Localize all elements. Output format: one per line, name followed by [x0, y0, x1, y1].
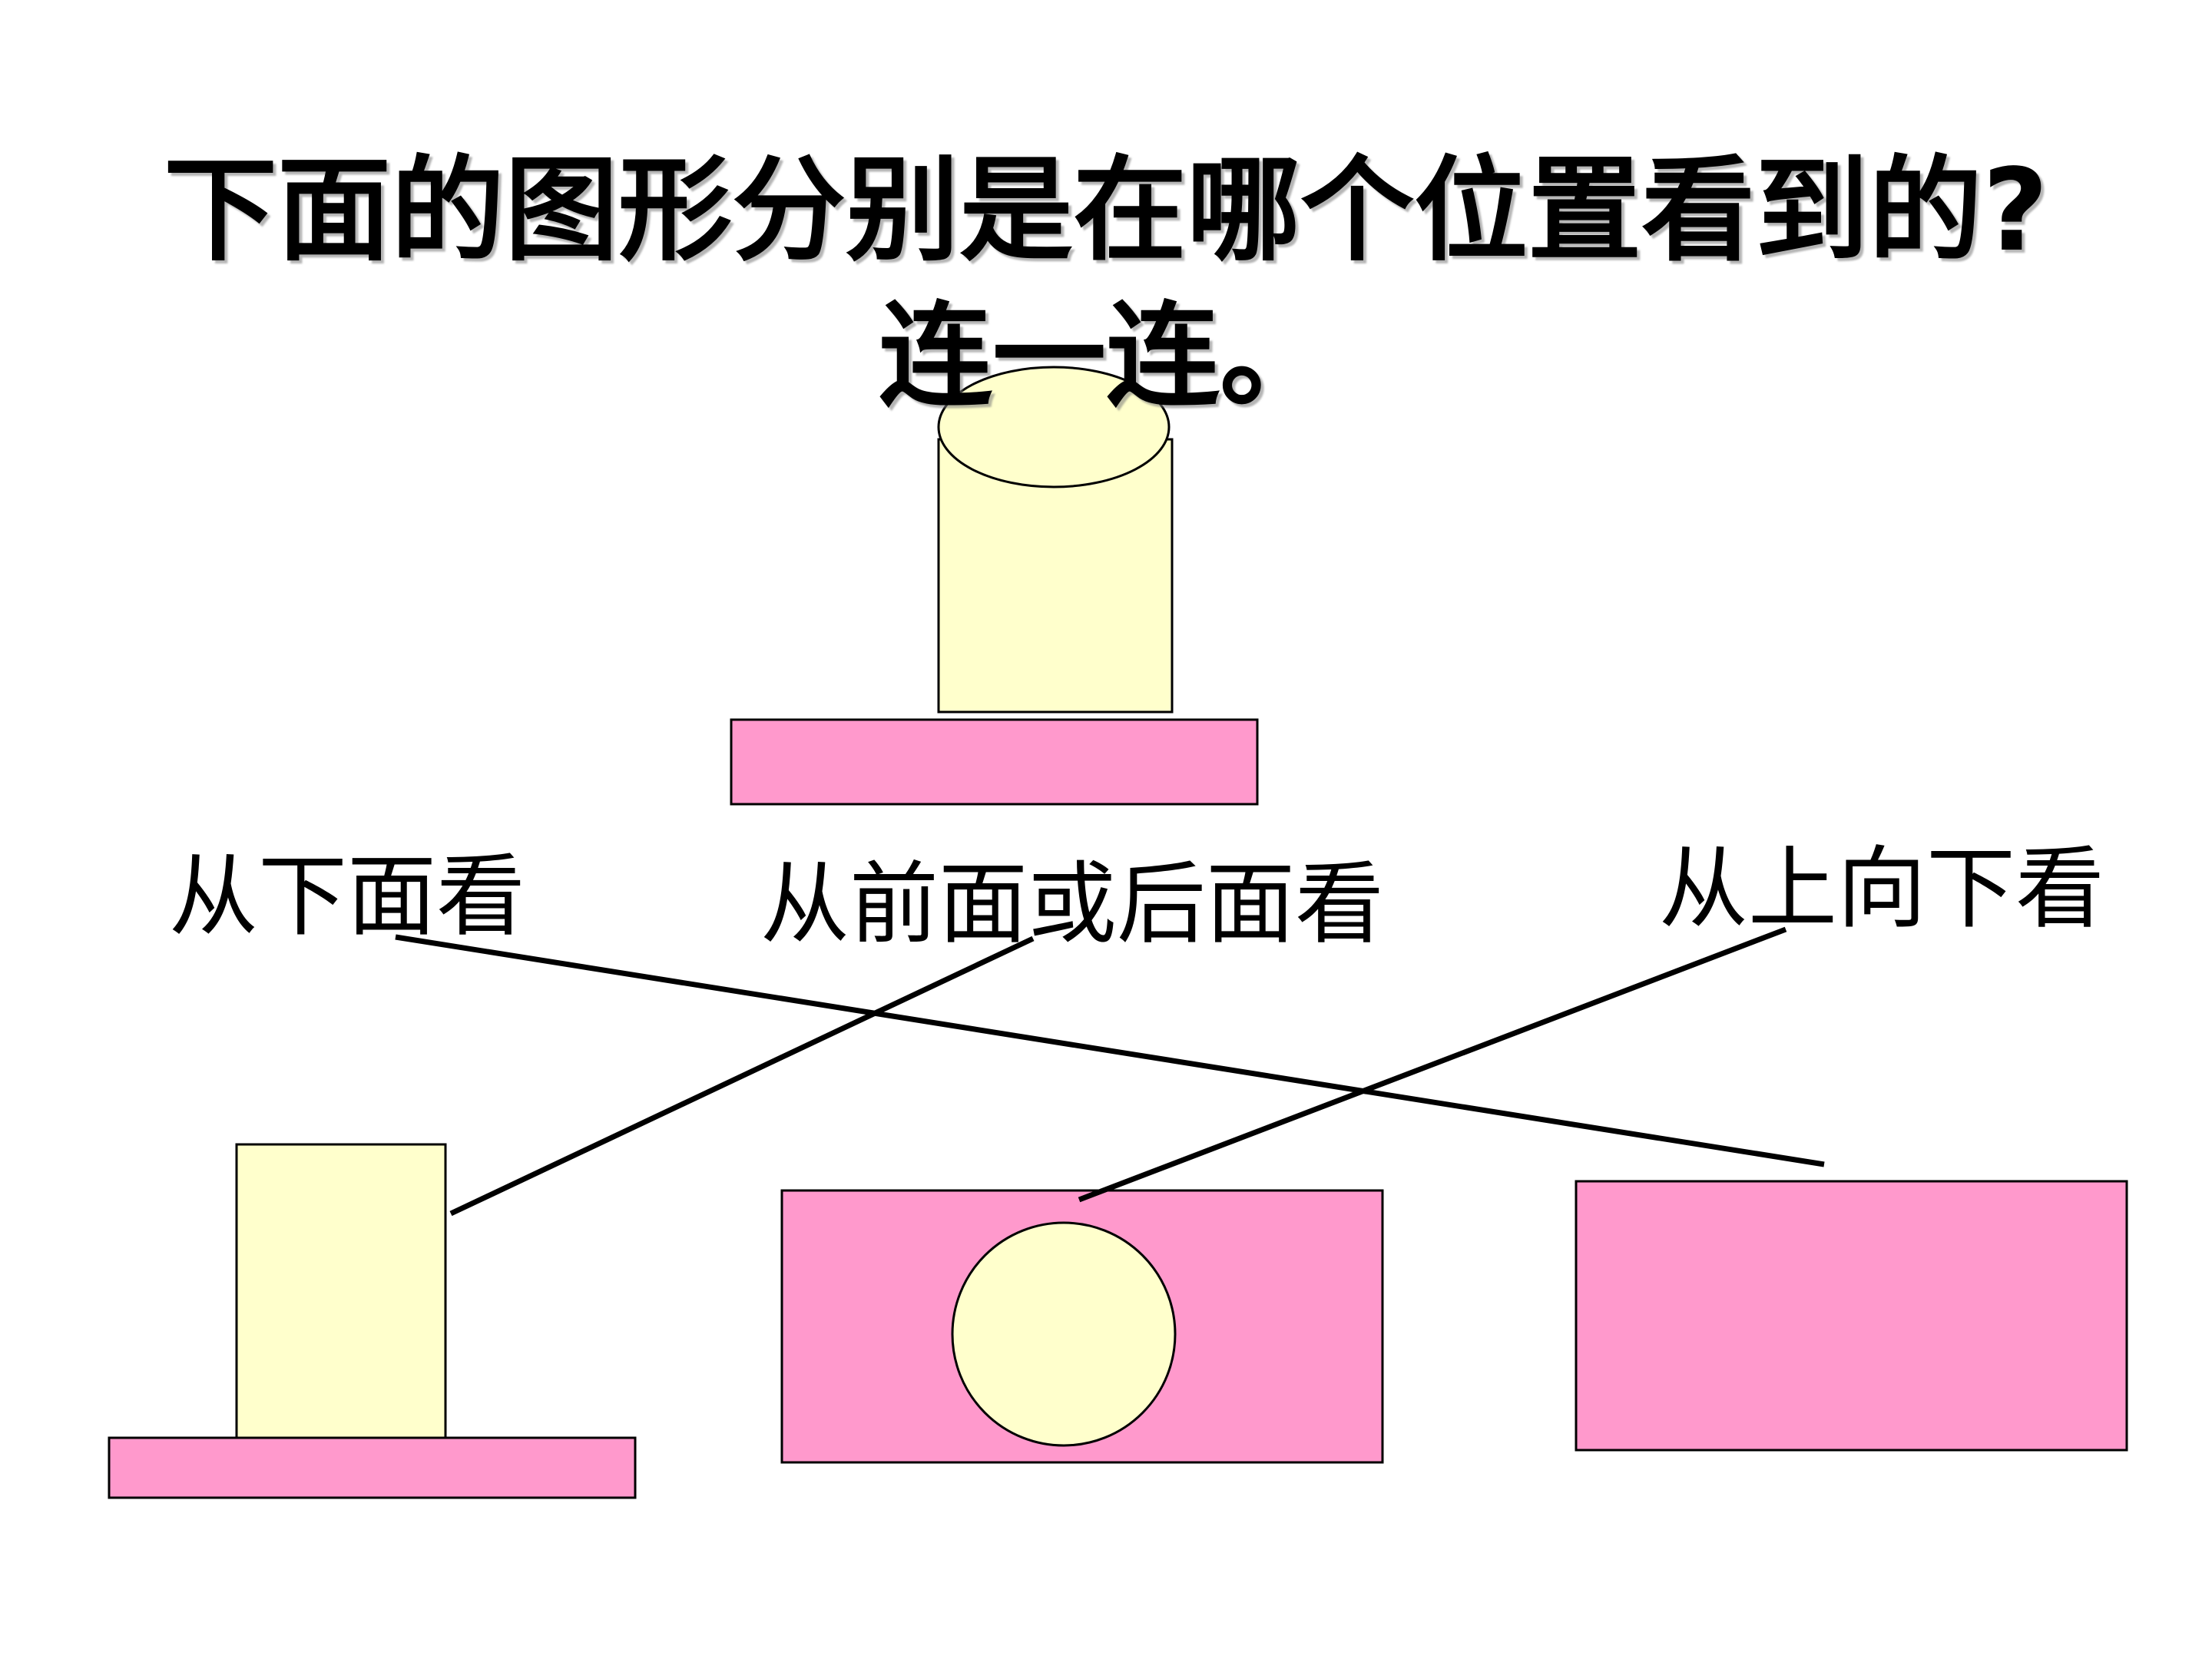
- connector-bottom-line: [395, 934, 1825, 1167]
- view-front-shape: [108, 1143, 637, 1499]
- label-from-front-back: 从前面或后面看: [760, 853, 1384, 956]
- label-from-top: 从上向下看: [1659, 837, 2104, 941]
- view-top-shape: [780, 1189, 1384, 1464]
- top-view-circle: [951, 1221, 1177, 1447]
- object-base: [730, 718, 1259, 806]
- connector-top-line: [1078, 926, 1787, 1203]
- object-3d: [730, 366, 1259, 806]
- cylinder-top: [937, 366, 1171, 488]
- front-view-base: [108, 1436, 637, 1499]
- front-view-block: [235, 1143, 447, 1439]
- bottom-view-rect: [1575, 1180, 2128, 1452]
- connector-front-line: [449, 935, 1035, 1217]
- page-title-line-2: 连一连。: [879, 290, 1333, 422]
- label-from-bottom: 从下面看: [169, 845, 525, 949]
- page-title-line-1: 下面的图形分别是在哪个位置看到的?: [164, 144, 2048, 276]
